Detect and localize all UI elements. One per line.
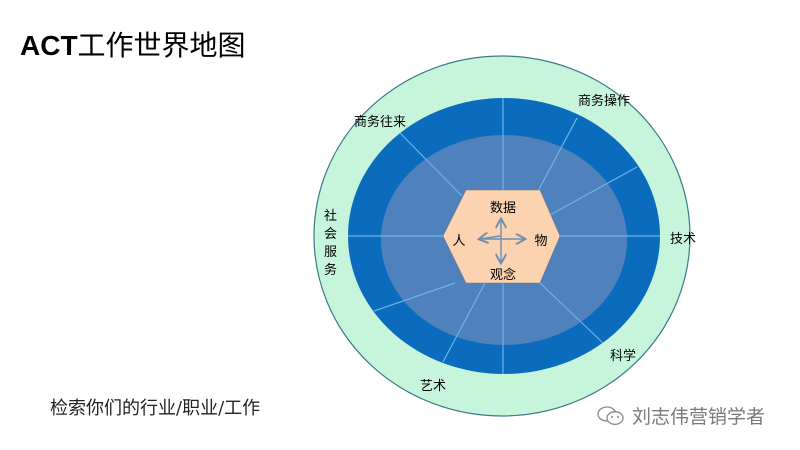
- page-title: ACT工作世界地图: [20, 24, 246, 64]
- sector-label-technical: 技术: [670, 232, 696, 247]
- watermark: 刘志伟营销学者: [596, 402, 765, 429]
- svg-text:服: 服: [324, 245, 337, 260]
- sector-label-science: 科学: [610, 348, 636, 364]
- svg-text:社: 社: [324, 208, 337, 224]
- center-label-people: 人: [452, 234, 465, 249]
- center-label-data: 数据: [490, 201, 516, 216]
- center-label-things: 物: [534, 234, 547, 249]
- sector-label-arts: 艺术: [420, 379, 446, 394]
- subtitle: 检索你们的行业/职业/工作: [50, 398, 261, 419]
- svg-text:会: 会: [324, 227, 337, 242]
- title-latin: ACT: [20, 30, 78, 61]
- center-arrows: [480, 220, 524, 262]
- sector-label-social-service: 社 会 服 务: [324, 208, 337, 278]
- title-cjk: 工作世界地图: [77, 29, 246, 62]
- wechat-icon: [597, 405, 624, 425]
- sector-spokes: [348, 98, 660, 374]
- watermark-text: 刘志伟营销学者: [632, 406, 766, 428]
- sector-label-business-contact: 商务往来: [354, 114, 406, 130]
- svg-text:务: 务: [324, 262, 337, 278]
- sector-label-business-operations: 商务操作: [578, 93, 630, 109]
- center-label-ideas: 观念: [490, 267, 516, 283]
